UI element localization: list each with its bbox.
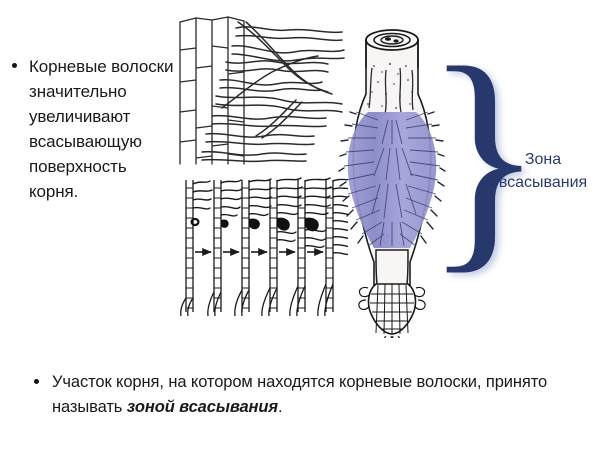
root-hair-development-figure [176, 176, 355, 320]
bottom-bullet-item: Участок корня, на котором находятся корн… [34, 370, 574, 420]
bottom-bullet-lead: Участок корня, на котором находятся корн… [52, 373, 548, 416]
root-tip-figure [338, 8, 450, 344]
root-cap [358, 283, 426, 344]
bottom-bullet-text: Участок корня, на котором находятся корн… [52, 370, 574, 420]
zone-label-line1: Зона [524, 151, 562, 168]
bottom-bullet-emphasis: зоной всасывания [126, 398, 279, 416]
root-hair-development-svg [180, 177, 355, 317]
root-hairs-micrograph-svg [179, 16, 345, 165]
root-streaks [368, 67, 414, 115]
top-bullet-text: Корневые волоски значительно увеличивают… [29, 57, 174, 201]
zone-label-line2: всасывания [498, 174, 588, 191]
top-bullet-item: Корневые волоски значительно увеличивают… [12, 54, 180, 204]
root-cut-surface [365, 29, 419, 68]
bottom-bullet-tail: . [278, 398, 283, 416]
zone-label: Зона всасывания [489, 148, 597, 194]
root-hairs-micrograph-figure [176, 8, 346, 168]
zone-brace-icon: } [424, 17, 544, 294]
absorption-zone-hairs [338, 111, 446, 248]
bullet-dot-icon [34, 379, 39, 384]
bullet-dot-icon [12, 63, 17, 68]
root-tip-svg [338, 29, 446, 344]
